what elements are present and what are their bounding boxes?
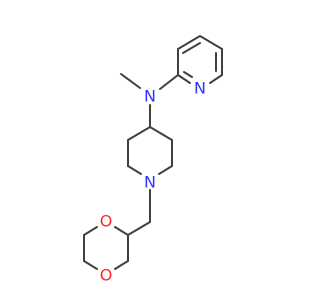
bonds: [83, 35, 223, 270]
atom-labels: N N N O O: [100, 79, 206, 285]
bond-py-3: [199, 35, 223, 50]
atom-dioxane-oxygen-bottom: O: [100, 266, 113, 285]
molecule-structure: N N N O O: [83, 35, 223, 285]
bond-pip-6: [127, 126, 151, 141]
bond-dx-4: [83, 260, 98, 270]
bond-ch2-dioxane: [127, 221, 151, 236]
atom-dioxane-oxygen-top: O: [100, 212, 113, 231]
bond-dx-5: [114, 260, 129, 270]
atom-piperidine-nitrogen: N: [144, 173, 156, 192]
bond-py-6b: [183, 71, 193, 78]
bond-methyl-n: [120, 73, 141, 89]
bond-py-6: [177, 74, 191, 84]
bond-pip-4: [127, 165, 142, 175]
bond-n-pyridine: [159, 74, 179, 90]
atom-pyridine-nitrogen: N: [194, 79, 206, 98]
bond-pip-3: [158, 165, 173, 175]
molecule-diagram: N N N O O: [83, 35, 223, 285]
bond-py-2b: [182, 42, 201, 54]
bond-dx-2: [83, 226, 98, 236]
atom-amine-nitrogen: N: [144, 87, 156, 106]
bond-py-5: [209, 74, 223, 84]
bond-py-2: [177, 35, 201, 50]
bond-pip-1: [149, 126, 173, 141]
bond-dx-1: [114, 226, 129, 236]
